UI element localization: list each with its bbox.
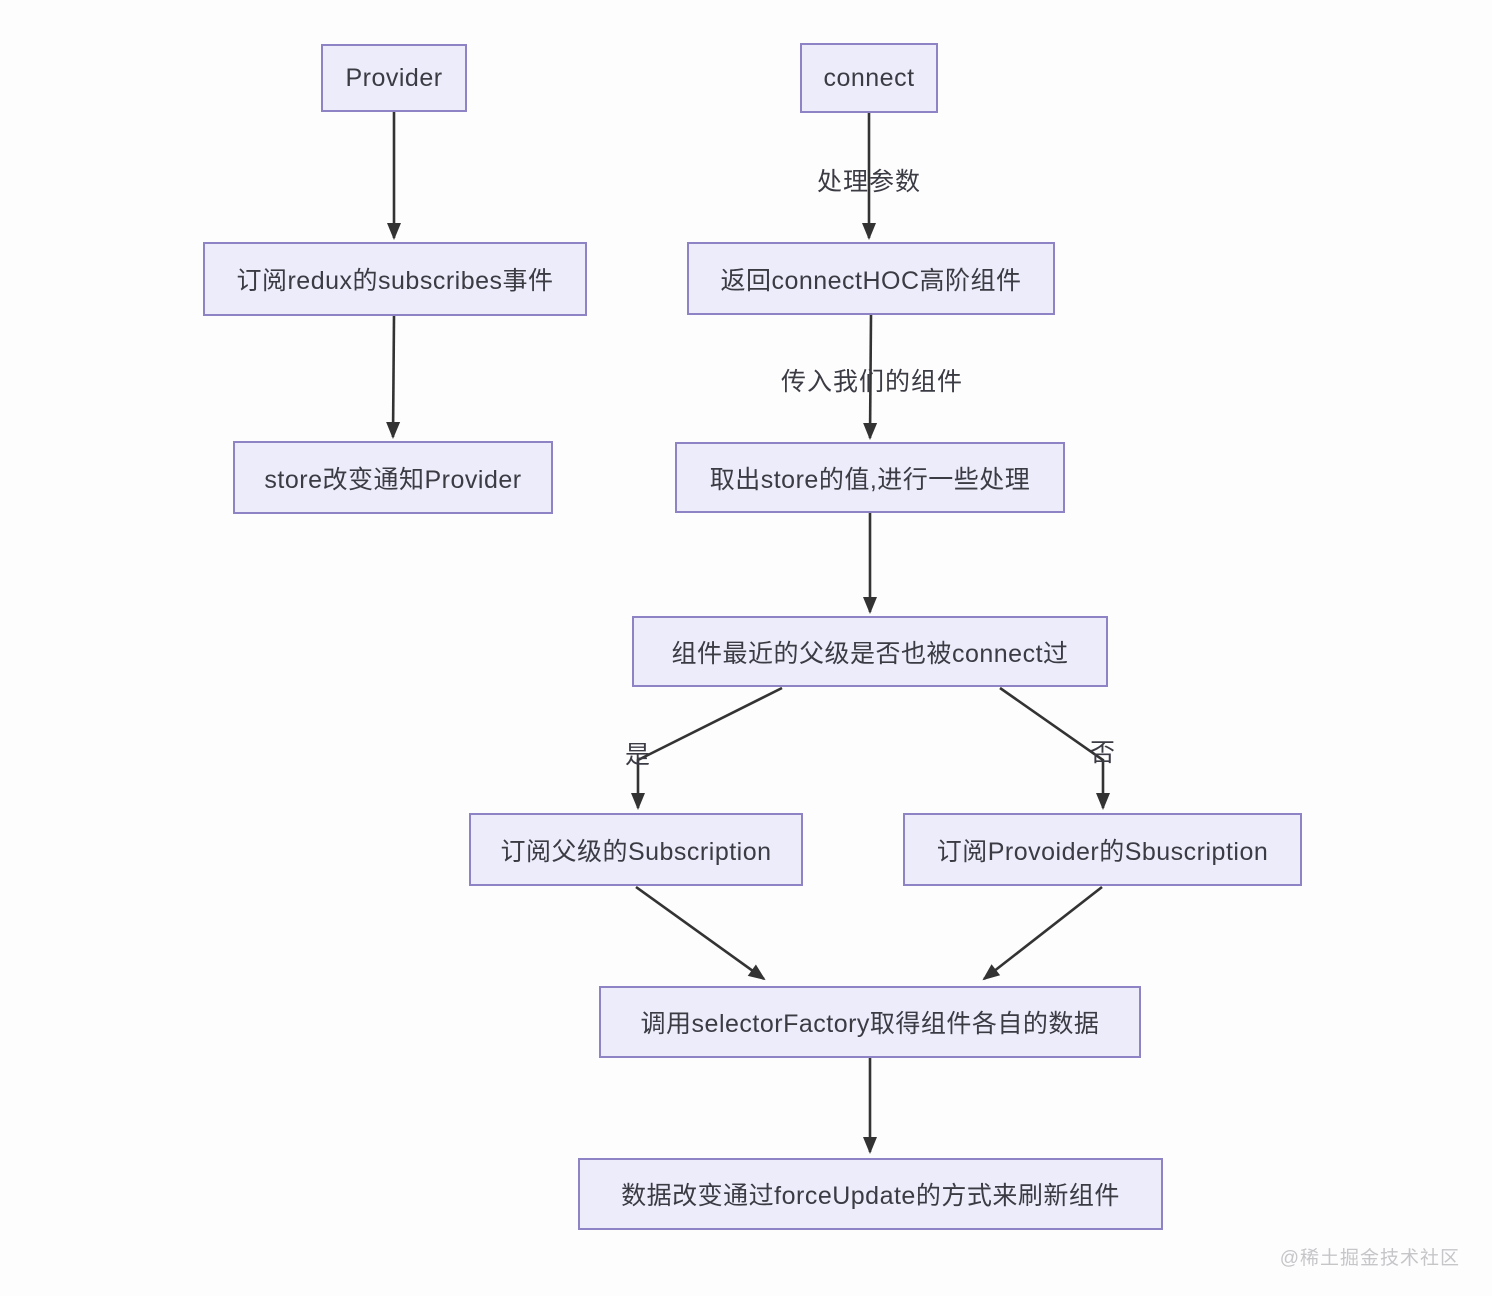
arrow-subscribe-parent-to-selector-factory (635, 885, 766, 981)
edge-label-no: 否 (1089, 739, 1117, 767)
watermark-juejin: @稀土掘金技术社区 (1279, 1248, 1460, 1269)
node-parent-connected-decision: 组件最近的父级是否也被connect过 (632, 616, 1108, 687)
arrow-return-hoc-to-take-store (863, 314, 878, 440)
node-call-selector-factory: 调用selectorFactory取得组件各自的数据 (599, 986, 1141, 1058)
node-subscribe-provider-subscription: 订阅Provoider的Sbuscription (903, 813, 1302, 886)
edge-label-process-args: 处理参数 (816, 168, 922, 196)
node-store-change-notify-provider: store改变通知Provider (233, 441, 553, 514)
node-subscribe-redux-events: 订阅redux的subscribes事件 (203, 242, 587, 316)
node-return-connect-hoc: 返回connectHOC高阶组件 (687, 242, 1055, 315)
arrow-parent-connected-no-branch (999, 686, 1110, 810)
node-take-store-value: 取出store的值,进行一些处理 (675, 442, 1065, 513)
node-force-update-refresh: 数据改变通过forceUpdate的方式来刷新组件 (578, 1158, 1163, 1230)
arrow-subscribe-provider-to-selector-factory (982, 885, 1103, 981)
edge-label-yes: 是 (624, 741, 652, 769)
node-connect: connect (800, 43, 938, 113)
arrow-subscribe-redux-to-store-change (386, 315, 401, 439)
arrow-parent-connected-yes-branch (631, 686, 783, 810)
edge-label-pass-component: 传入我们的组件 (780, 368, 964, 396)
node-subscribe-parent-subscription: 订阅父级的Subscription (469, 813, 803, 886)
node-provider: Provider (321, 44, 467, 112)
